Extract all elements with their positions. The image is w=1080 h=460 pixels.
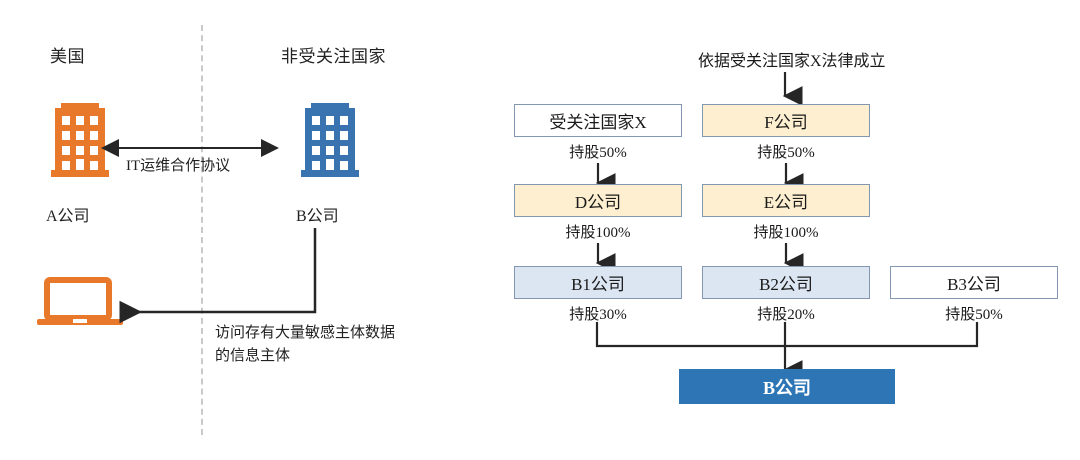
label-sensitive-data-access: 访问存有大量敏感主体数据的信息主体 [215, 325, 396, 364]
node-country-x[interactable]: 受关注国家X [514, 104, 682, 137]
company-b-building-icon [295, 95, 365, 180]
label-ownership-b1-to-b: 持股30% [569, 307, 627, 323]
label-company-b: B公司 [296, 208, 339, 225]
ownership-merge-connector [585, 322, 990, 380]
label-ownership-country-x-to-d: 持股50% [569, 145, 627, 161]
arrow-country-x-to-d [591, 163, 616, 193]
label-ownership-d-to-b1: 持股100% [565, 225, 631, 241]
node-company-d[interactable]: D公司 [514, 184, 682, 217]
label-ownership-e-to-b2: 持股100% [753, 225, 819, 241]
label-jurisdiction-us: 美国 [50, 47, 85, 66]
node-company-f[interactable]: F公司 [702, 104, 870, 137]
jurisdiction-divider [201, 25, 203, 435]
arrow-f-to-e [779, 163, 804, 193]
label-company-a: A公司 [46, 208, 90, 225]
data-access-connector-arrow [110, 222, 325, 324]
label-incorporated-under-law: 依据受关注国家X法律成立 [698, 53, 886, 70]
label-jurisdiction-non-concern: 非受关注国家 [281, 47, 386, 66]
label-ownership-b3-to-b: 持股50% [945, 307, 1003, 323]
node-company-e[interactable]: E公司 [702, 184, 870, 217]
label-ownership-f-to-e: 持股50% [757, 145, 815, 161]
label-it-agreement: IT运维合作协议 [126, 158, 231, 174]
label-ownership-b2-to-b: 持股20% [757, 307, 815, 323]
node-company-b1[interactable]: B1公司 [514, 266, 682, 299]
node-company-b2[interactable]: B2公司 [702, 266, 870, 299]
incorporation-arrow [778, 72, 803, 106]
laptop-icon [37, 277, 123, 326]
arrow-e-to-b2 [779, 243, 804, 273]
bidirectional-agreement-arrow [101, 139, 279, 157]
arrow-d-to-b1 [591, 243, 616, 273]
node-company-b3[interactable]: B3公司 [890, 266, 1058, 299]
company-a-building-icon [45, 95, 115, 180]
node-company-b-final[interactable]: B公司 [679, 369, 895, 404]
